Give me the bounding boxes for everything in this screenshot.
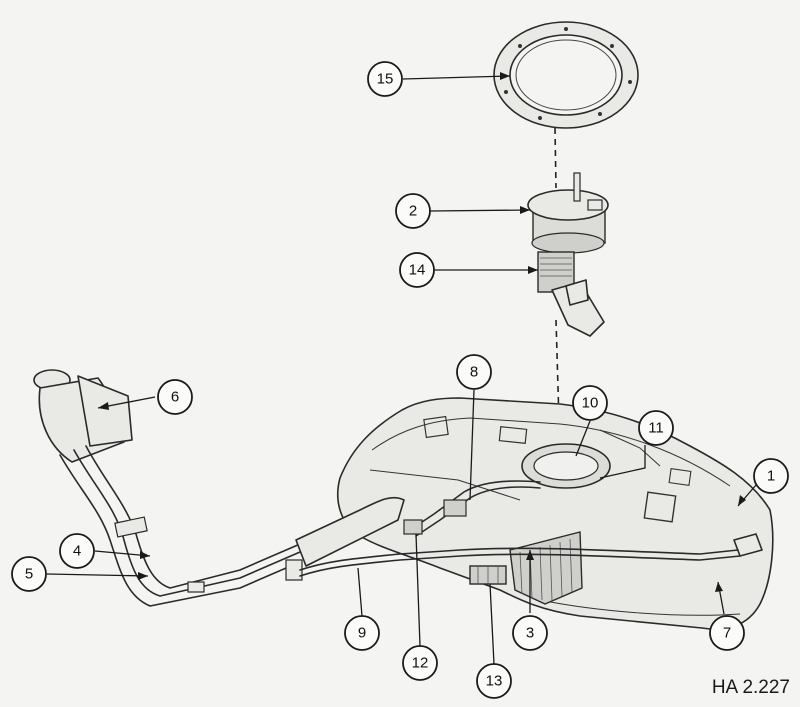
mounting-ring-part: [493, 21, 639, 129]
callout-11: 11: [638, 410, 674, 446]
callout-8: 8: [456, 354, 492, 390]
svg-text:8: 8: [470, 364, 478, 381]
callout-10: 10: [572, 385, 608, 421]
callout-4: 4: [59, 533, 95, 569]
svg-text:1: 1: [767, 468, 775, 485]
svg-text:5: 5: [25, 566, 33, 583]
svg-text:3: 3: [526, 625, 534, 642]
callout-15: 15: [367, 61, 403, 97]
pump-flange-part: [527, 172, 609, 254]
svg-text:9: 9: [358, 625, 366, 642]
svg-text:15: 15: [377, 71, 394, 88]
svg-text:11: 11: [648, 420, 664, 437]
callout-2: 2: [395, 193, 431, 229]
heat-shield-part: [509, 531, 583, 605]
svg-text:10: 10: [582, 395, 599, 412]
svg-text:2: 2: [409, 203, 417, 220]
svg-text:4: 4: [73, 543, 81, 560]
callout-7: 7: [709, 615, 745, 651]
callout-1: 1: [753, 458, 789, 494]
callout-14: 14: [399, 252, 435, 288]
pump-sender-unit-part: [537, 251, 605, 337]
filler-pipe-part: [33, 369, 405, 607]
callout-12: 12: [402, 645, 438, 681]
callout-6: 6: [157, 379, 193, 415]
svg-text:14: 14: [409, 262, 426, 279]
leader-arrowheads: [98, 72, 746, 592]
svg-text:6: 6: [171, 389, 179, 406]
callout-5: 5: [11, 556, 47, 592]
svg-text:12: 12: [412, 655, 429, 672]
valve-part: [469, 565, 507, 585]
figure-reference: HA 2.227: [711, 677, 790, 698]
svg-text:13: 13: [486, 673, 503, 690]
fuel-tank-part: [337, 397, 774, 630]
callout-13: 13: [476, 663, 512, 699]
callout-3: 3: [512, 615, 548, 651]
svg-text:7: 7: [723, 625, 731, 642]
callout-9: 9: [344, 615, 380, 651]
